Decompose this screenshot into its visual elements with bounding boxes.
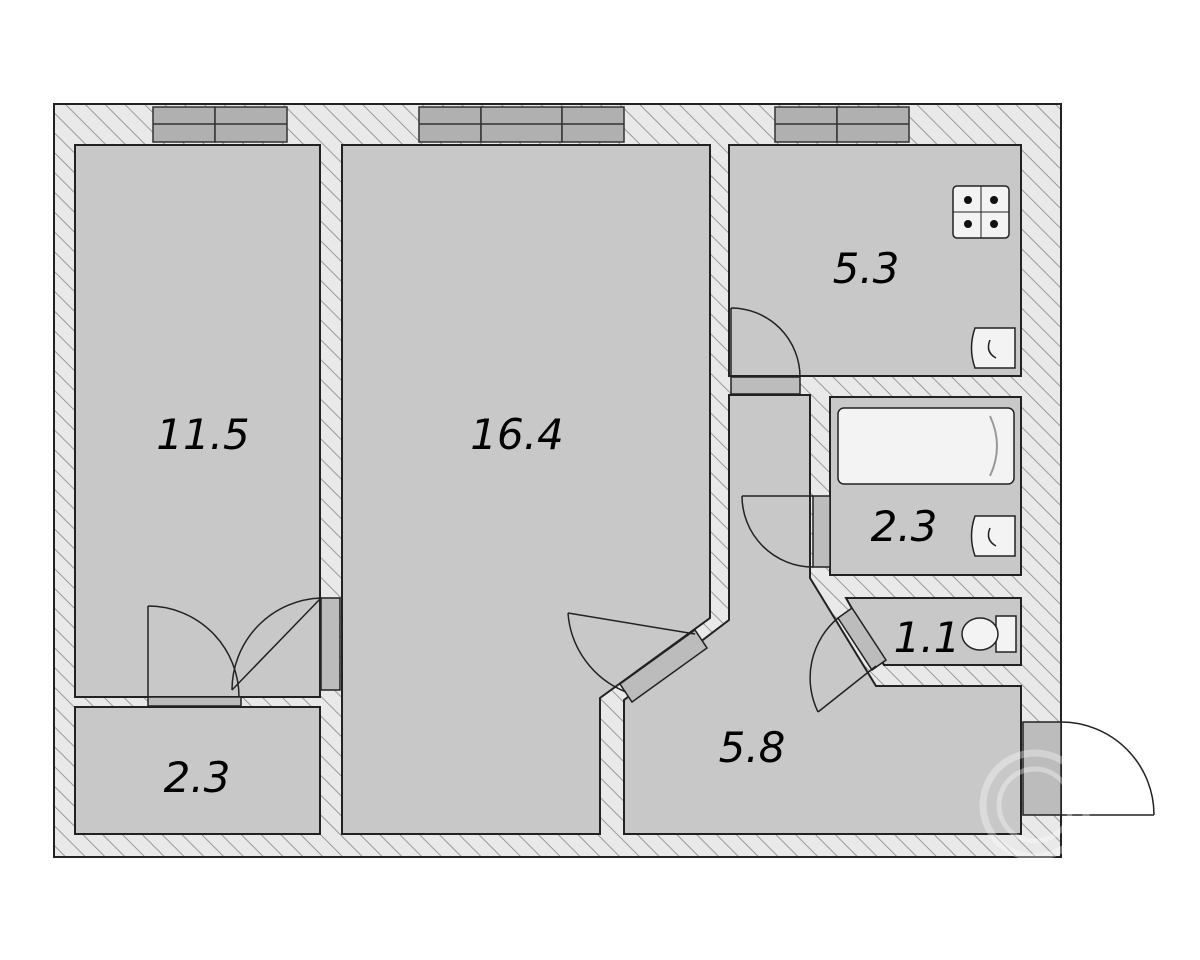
window-middle xyxy=(418,106,625,143)
sink-icon xyxy=(970,327,1016,369)
label-bathroom: 2.3 xyxy=(871,502,938,551)
door-closet xyxy=(147,605,242,707)
stove-icon xyxy=(952,185,1010,239)
room-left xyxy=(74,144,321,698)
sink-icon-bathroom xyxy=(970,515,1016,557)
label-closet: 2.3 xyxy=(164,753,231,802)
room-big xyxy=(341,144,711,835)
doors xyxy=(147,307,1155,816)
door-room-big xyxy=(567,612,709,704)
label-hall: 5.8 xyxy=(719,723,786,772)
window-left xyxy=(152,106,288,143)
door-kitchen xyxy=(730,307,801,395)
area-labels: 11.5 16.4 5.3 2.3 1.1 5.8 2.3 xyxy=(156,244,960,802)
bathtub-icon xyxy=(837,407,1015,485)
label-room-left: 11.5 xyxy=(156,410,250,459)
windows xyxy=(152,106,910,143)
door-bathroom xyxy=(741,495,831,568)
door-toilet xyxy=(809,606,888,713)
door-entrance xyxy=(1022,721,1155,816)
toilet-icon xyxy=(961,615,1017,653)
label-toilet: 1.1 xyxy=(894,613,961,662)
watermark-logo xyxy=(979,749,1091,861)
closet xyxy=(74,706,321,835)
label-kitchen: 5.3 xyxy=(833,244,900,293)
window-right xyxy=(774,106,910,143)
door-room-left xyxy=(231,597,341,691)
label-room-big: 16.4 xyxy=(470,410,564,459)
